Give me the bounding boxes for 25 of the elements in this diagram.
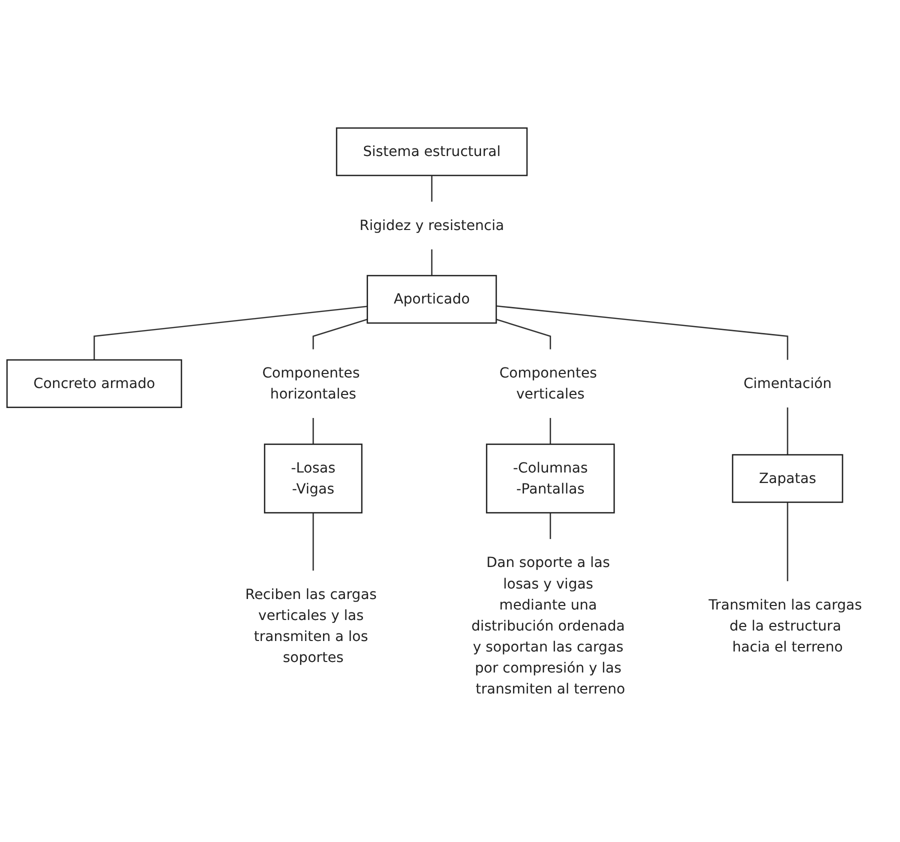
connector [786,502,788,582]
connector [550,513,552,540]
connector [312,418,314,445]
node-box: Aporticado [366,275,497,324]
node-text: Transmiten las cargas de la estructura hacia el terreno [708,596,862,656]
node-box: -Columnas -Pantallas [486,444,615,514]
node-text: Rigidez y resistencia [359,217,504,234]
connector [496,319,552,350]
connector [550,418,552,445]
node-text: Componentes verticales [499,364,597,403]
connector [312,319,368,350]
node-box: Sistema estructural [336,128,528,177]
node-text: Cimentación [743,375,832,392]
connector [431,250,432,276]
node-box: Concreto armado [6,360,182,408]
connector [431,176,432,202]
connector [786,408,788,456]
connector [312,513,314,572]
node-box: Zapatas [732,454,844,504]
node-box: -Losas -Vigas [264,444,362,514]
node-text: Componentes horizontales [262,364,360,403]
node-text: Reciben las cargas verticales y las transmiten a los soportes [245,586,377,666]
connector [94,306,368,360]
connector [496,306,788,360]
node-text: Dan soporte a las losas y vigas mediante una distribución ordenada y soportan las cargas por compresión y las transmiten al terreno [471,554,626,698]
